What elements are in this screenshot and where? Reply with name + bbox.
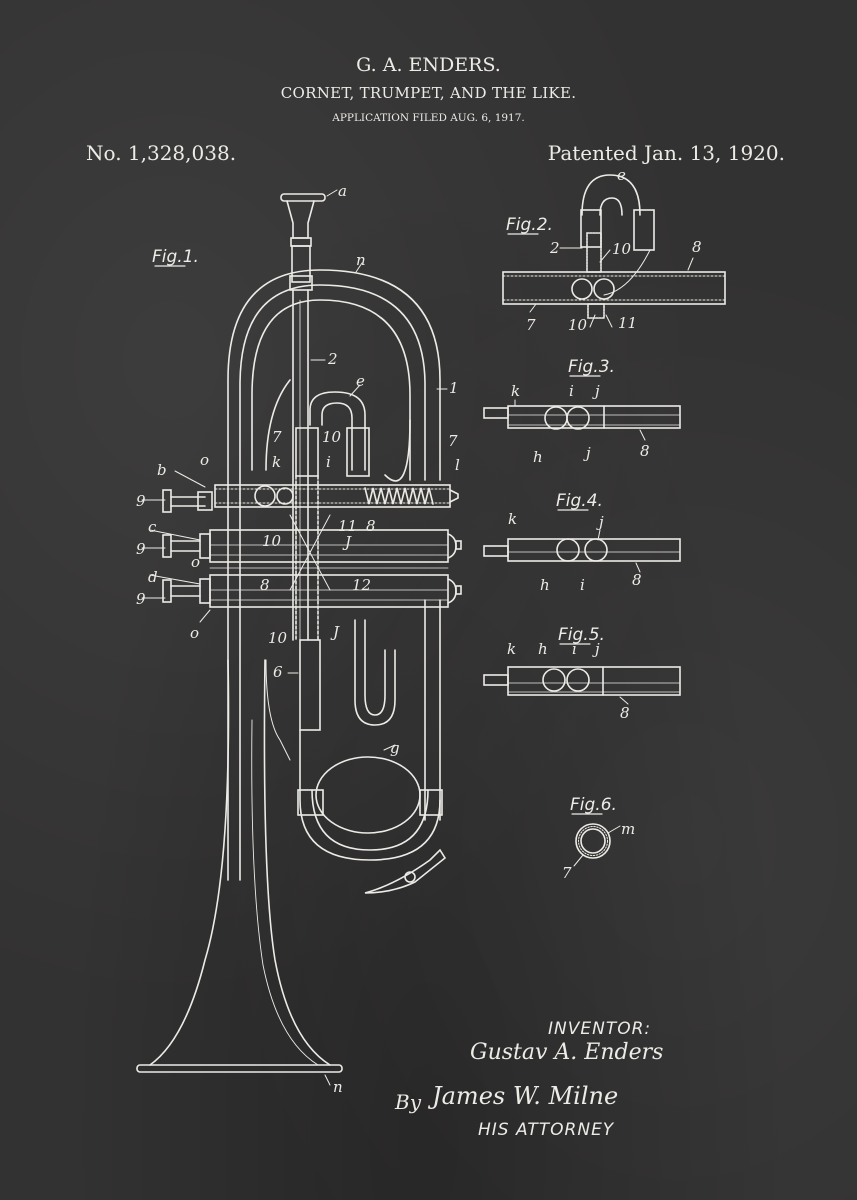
inventor-signature: Gustav A. Enders	[470, 1040, 664, 1065]
svg-text:h: h	[538, 640, 548, 658]
svg-text:j: j	[592, 640, 600, 658]
svg-text:o: o	[190, 624, 199, 642]
svg-text:J: J	[330, 623, 340, 641]
svg-text:j: j	[583, 444, 591, 462]
svg-text:l: l	[455, 456, 460, 474]
svg-text:Fig.1.: Fig.1.	[152, 247, 199, 267]
svg-text:c: c	[148, 518, 157, 536]
svg-text:i: i	[572, 640, 577, 658]
svg-text:10: 10	[262, 532, 282, 550]
svg-text:d: d	[148, 568, 158, 586]
svg-text:8: 8	[692, 238, 702, 256]
svg-text:7: 7	[526, 316, 536, 334]
svg-text:n: n	[333, 1078, 343, 1096]
svg-text:8: 8	[640, 442, 650, 460]
fig3-drawing	[483, 399, 681, 441]
application-date: APPLICATION FILED AUG. 6, 1917.	[332, 112, 525, 124]
svg-text:J: J	[342, 533, 352, 551]
svg-text:n: n	[356, 251, 366, 269]
svg-text:12: 12	[352, 576, 371, 594]
svg-text:Fig.5.: Fig.5.	[558, 625, 605, 645]
svg-text:11: 11	[338, 517, 357, 535]
fig1-cornet-drawing	[136, 193, 462, 1073]
svg-text:8: 8	[366, 517, 376, 535]
svg-text:2: 2	[549, 239, 560, 257]
svg-text:11: 11	[618, 314, 637, 332]
inventor-heading: INVENTOR:	[548, 1019, 652, 1039]
svg-text:i: i	[569, 382, 574, 400]
patent-title: CORNET, TRUMPET, AND THE LIKE.	[280, 84, 577, 102]
svg-text:e: e	[356, 372, 365, 390]
svg-text:i: i	[580, 576, 585, 594]
patented-date: Patented Jan. 13, 1920.	[547, 141, 785, 165]
svg-text:i: i	[326, 453, 331, 471]
svg-text:10: 10	[612, 240, 632, 258]
svg-text:e: e	[617, 166, 626, 184]
by-label: By	[395, 1090, 421, 1114]
fig6-drawing	[573, 823, 621, 867]
patent-number: No. 1,328,038.	[86, 141, 237, 165]
svg-text:7: 7	[448, 432, 458, 450]
svg-text:9: 9	[136, 590, 146, 608]
svg-text:7: 7	[272, 428, 282, 446]
svg-text:10: 10	[322, 428, 342, 446]
fig5-drawing	[483, 666, 681, 705]
svg-text:Fig.4.: Fig.4.	[556, 491, 603, 511]
svg-text:k: k	[511, 382, 520, 400]
svg-text:k: k	[272, 453, 281, 471]
svg-text:10: 10	[568, 316, 588, 334]
svg-text:h: h	[533, 448, 543, 466]
svg-text:k: k	[507, 640, 516, 658]
attorney-signature: James W. Milne	[432, 1082, 619, 1110]
svg-text:h: h	[540, 576, 550, 594]
svg-text:g: g	[390, 739, 400, 757]
svg-text:j: j	[596, 513, 604, 531]
svg-text:j: j	[592, 382, 600, 400]
svg-text:9: 9	[136, 492, 146, 510]
svg-text:10: 10	[268, 629, 288, 647]
svg-text:o: o	[200, 451, 209, 469]
svg-text:Fig.3.: Fig.3.	[568, 357, 615, 377]
svg-text:8: 8	[260, 576, 270, 594]
svg-text:7: 7	[562, 864, 572, 882]
svg-text:k: k	[508, 510, 517, 528]
svg-text:9: 9	[136, 540, 146, 558]
svg-text:Fig.6.: Fig.6.	[570, 795, 617, 815]
attorney-heading: HIS ATTORNEY	[478, 1120, 615, 1140]
svg-text:2: 2	[327, 350, 338, 368]
svg-text:a: a	[338, 182, 347, 200]
svg-text:6: 6	[273, 663, 283, 681]
svg-text:o: o	[191, 553, 200, 571]
svg-text:b: b	[157, 461, 167, 479]
svg-text:8: 8	[632, 571, 642, 589]
svg-text:m: m	[621, 820, 635, 838]
inventor-name: G. A. ENDERS.	[356, 54, 501, 76]
svg-text:8: 8	[620, 704, 630, 722]
fig4-drawing	[483, 529, 681, 573]
fig2-drawing	[502, 174, 726, 328]
svg-text:1: 1	[449, 379, 459, 397]
svg-text:Fig.2.: Fig.2.	[506, 215, 553, 235]
